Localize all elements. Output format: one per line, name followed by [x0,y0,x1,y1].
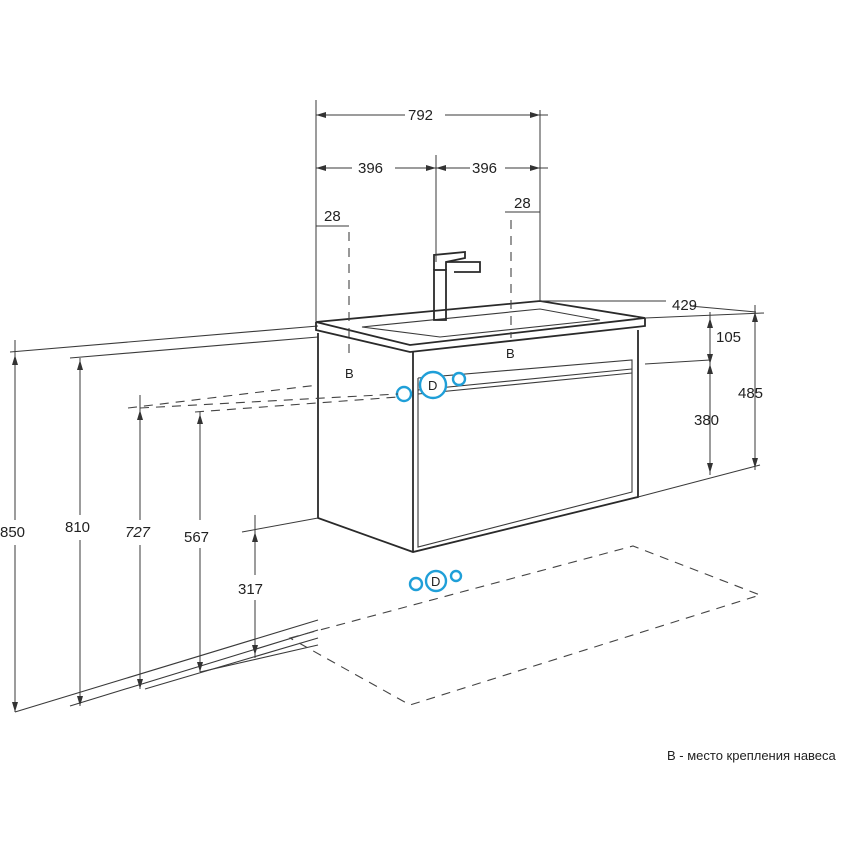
connector-symbol-upper: D [428,378,437,393]
floor-outline [288,545,762,706]
water-connectors: D D [395,370,467,593]
mount-point-left: B [345,366,354,381]
cabinet [315,300,646,553]
mount-point-right: B [506,346,515,361]
connector-symbol-lower: D [431,574,440,589]
dim-105: 105 [716,329,741,346]
dim-567: 567 [184,529,209,546]
dim-429: 429 [672,297,697,314]
dim-810: 810 [65,519,90,536]
dim-28-right: 28 [514,195,531,212]
dim-380: 380 [694,412,719,429]
dim-317: 317 [238,581,263,598]
legend-mount-point: B - место крепления навеса [667,748,836,763]
dim-396-right: 396 [472,160,497,177]
dim-28-left: 28 [324,208,341,225]
height-dimensions [12,340,319,712]
right-dimensions [540,300,765,498]
wall-lines [9,325,319,713]
faucet [433,251,481,321]
dim-850: 850 [0,524,25,541]
dim-396-left: 396 [358,160,383,177]
top-dimensions [315,100,548,322]
dim-792: 792 [408,107,433,124]
dim-727: 727 [125,524,151,541]
dim-485: 485 [738,385,763,402]
mount-guides [127,220,512,413]
